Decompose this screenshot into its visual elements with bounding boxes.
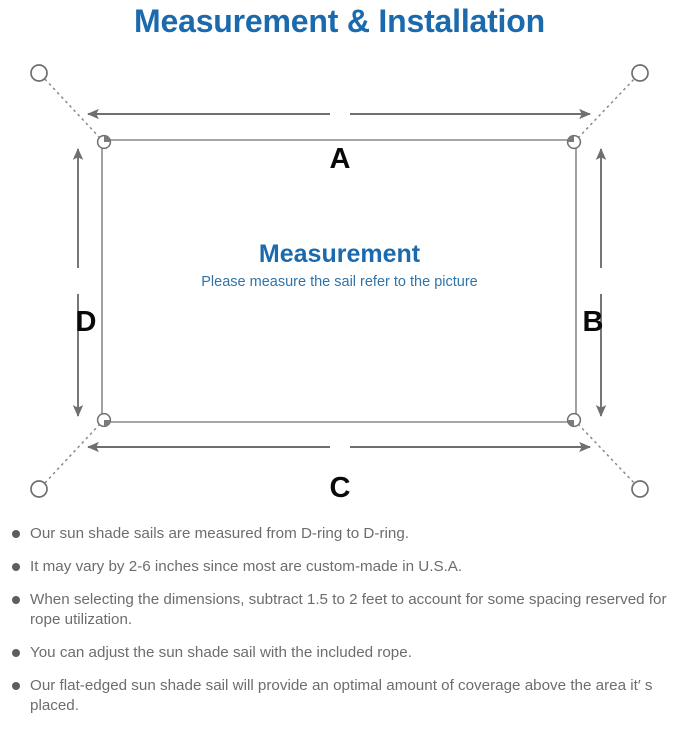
d-ring-top-right-fill xyxy=(567,135,574,142)
note-text: Our sun shade sails are measured from D-… xyxy=(30,525,409,542)
rope-bottom-right xyxy=(577,423,638,487)
bullet-icon xyxy=(12,682,20,690)
d-ring-top-left-fill xyxy=(104,135,111,142)
note-text: It may vary by 2-6 inches since most are… xyxy=(30,558,463,575)
anchor-point-bottom-right xyxy=(631,480,649,498)
diagram-canvas xyxy=(30,64,649,498)
rope-bottom-left xyxy=(41,423,101,487)
anchor-point-top-right xyxy=(631,64,649,82)
measurement-diagram: Measurement Please measure the sail refe… xyxy=(0,46,679,516)
rope-top-right xyxy=(577,75,638,139)
d-ring-bottom-left-fill xyxy=(104,420,111,427)
note-item: Our sun shade sails are measured from D-… xyxy=(0,524,679,544)
note-item: When selecting the dimensions, subtract … xyxy=(0,590,679,630)
anchor-point-top-left xyxy=(30,64,48,82)
note-text: Our flat-edged sun shade sail will provi… xyxy=(30,677,653,714)
anchor-point-bottom-left xyxy=(30,480,48,498)
rope-top-left xyxy=(41,75,101,139)
note-text: When selecting the dimensions, subtract … xyxy=(30,591,667,628)
note-item: It may vary by 2-6 inches since most are… xyxy=(0,557,679,577)
note-item: Our flat-edged sun shade sail will provi… xyxy=(0,676,679,716)
bullet-icon xyxy=(12,530,20,538)
d-ring-bottom-right-fill xyxy=(567,420,574,427)
bullet-icon xyxy=(12,563,20,571)
note-item: You can adjust the sun shade sail with t… xyxy=(0,643,679,663)
bullet-icon xyxy=(12,596,20,604)
note-text: You can adjust the sun shade sail with t… xyxy=(30,644,412,661)
page-title: Measurement & Installation xyxy=(134,3,545,39)
bullet-icon xyxy=(12,649,20,657)
notes-list: Our sun shade sails are measured from D-… xyxy=(0,524,679,716)
sail-panel xyxy=(101,139,577,423)
